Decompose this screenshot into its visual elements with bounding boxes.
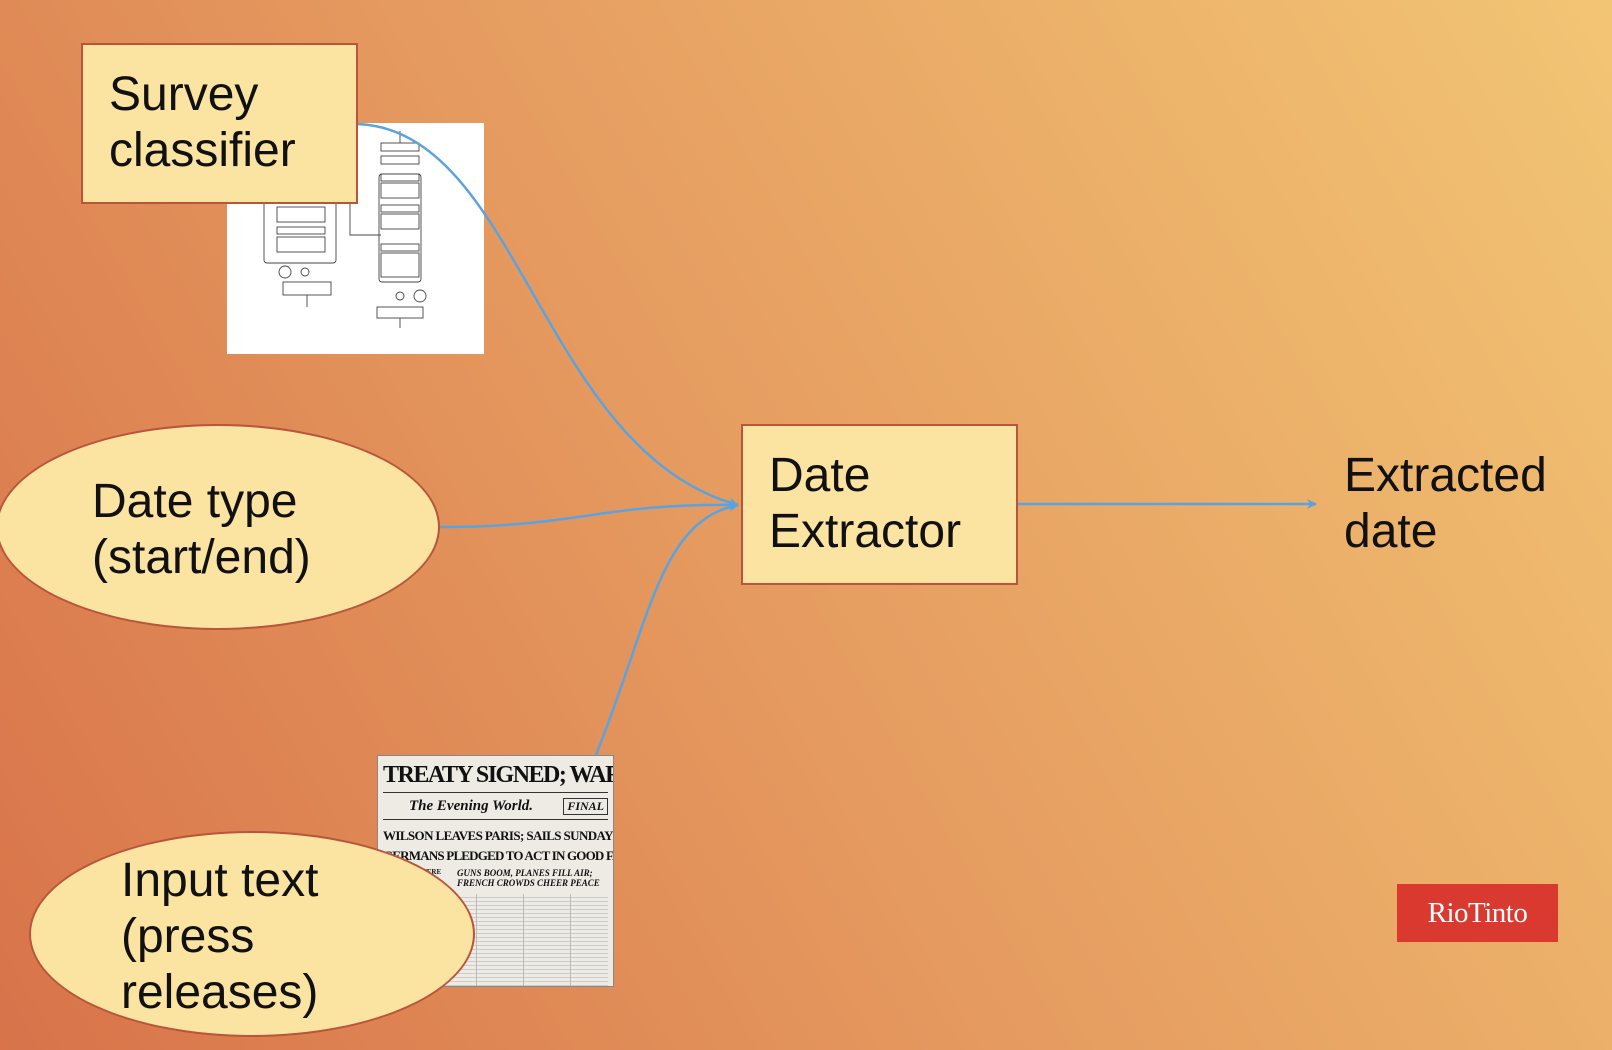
extracted-date-line-1: Extracted [1344,449,1547,502]
newspaper-masthead: The Evening World. [409,797,534,814]
date-type-line-1: Date type [92,475,298,528]
newspaper-line-1: WILSON LEAVES PARIS; SAILS SUNDAY [383,828,613,843]
date-type-line-2: (start/end) [92,531,311,584]
input-text-line-2: (press [121,910,255,963]
logo-text: RioTinto [1427,896,1528,929]
newspaper-subhead-right: GUNS BOOM, PLANES FILL AIR; FRENCH CROWD… [457,868,600,888]
input-text-line-3: releases) [121,966,319,1019]
date-extractor-box: Date Extractor [741,424,1018,585]
newspaper-line-2: GERMANS PLEDGED TO ACT IN GOOD FAITH [383,848,613,863]
date-type-ellipse: Date type (start/end) [0,424,440,630]
newspaper-edition: FINAL [563,797,608,815]
date-extractor-line-2: Extractor [769,505,962,558]
extracted-date-label: Extracted date [1344,448,1547,560]
survey-classifier-line-2: classifier [109,124,296,177]
input-text-line-1: Input text [121,854,319,907]
arrow-datetype-to-extractor [439,499,739,529]
survey-classifier-line-1: Survey [109,68,259,121]
newspaper-headline: TREATY SIGNED; WAR OVER [383,762,613,788]
extracted-date-line-2: date [1344,505,1438,558]
input-text-ellipse: Input text (press releases) [29,831,475,1037]
arrow-inputtext-to-extractor [594,501,739,756]
riotinto-logo: RioTinto [1397,884,1558,942]
date-extractor-line-1: Date [769,449,871,502]
survey-classifier-box: Survey classifier [81,43,358,204]
